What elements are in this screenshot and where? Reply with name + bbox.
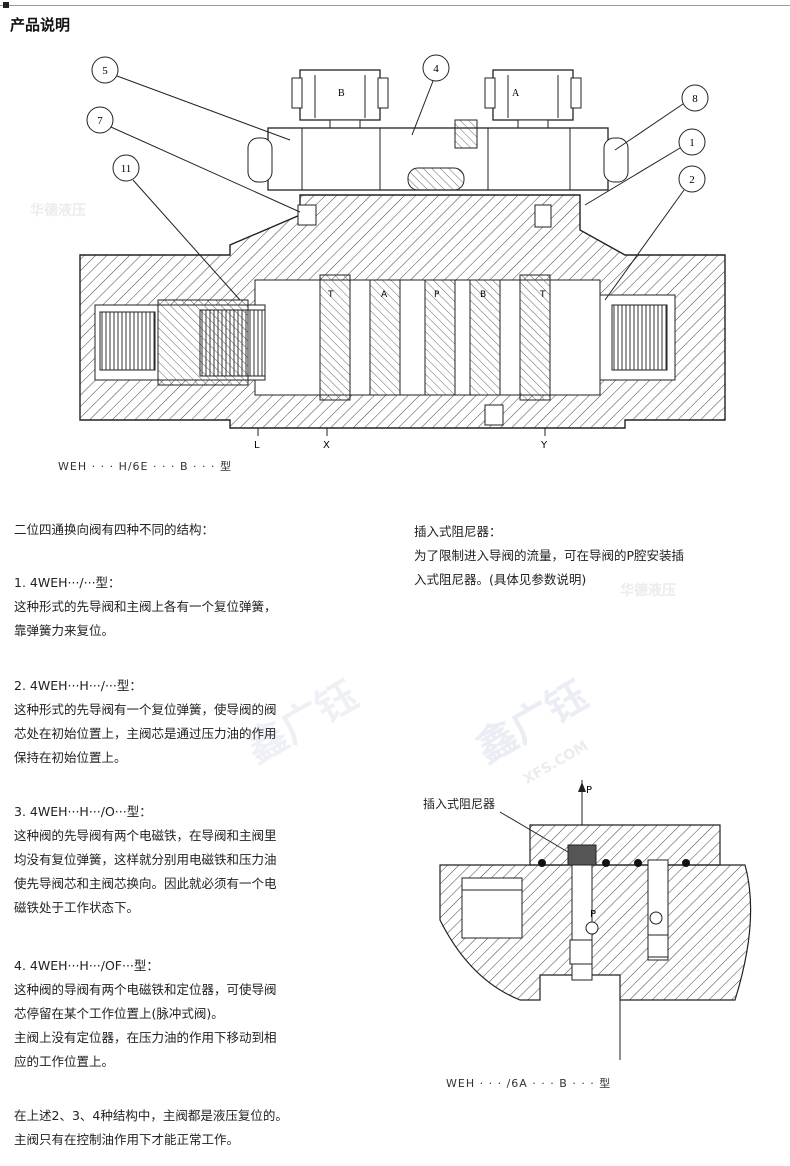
type-3-line-2: 均没有复位弹簧，这样就分别用电磁铁和压力油 (14, 852, 277, 867)
callout-11: 11 (121, 163, 132, 175)
damper-insert (567, 844, 597, 866)
type-2-line-2: 芯处在初始位置上，主阀芯是通过压力油的作用 (14, 726, 277, 741)
type-4-heading: 4. 4WEH···H···/OF···型： (14, 958, 159, 973)
port-label-y: Y (540, 440, 548, 451)
damper-label-p-top: P (586, 785, 592, 796)
type-3-line-4: 磁铁处于工作状态下。 (14, 900, 140, 915)
type-1-line-1: 这种形式的先导阀和主阀上各有一个复位弹簧， (14, 599, 277, 614)
callout-bubble-7 (86, 106, 114, 134)
callout-2: 2 (689, 174, 695, 186)
header-rule (0, 5, 790, 6)
pilot-valve-body (247, 119, 629, 191)
main-valve-body (79, 194, 726, 429)
type-4-line-1: 这种阀的导阀有两个电磁铁和定位器，可使导阀 (14, 982, 277, 997)
port-label-b: B (480, 290, 486, 300)
intro-text: 二位四通换向阀有四种不同的结构： (14, 522, 215, 537)
damper-label-p-inner: P (590, 909, 596, 920)
type-3-line-1: 这种阀的先导阀有两个电磁铁，在导阀和主阀里 (14, 828, 277, 843)
page-title: 产品说明 (10, 16, 71, 34)
summary-line-1: 在上述2、3、4种结构中，主阀都是液压复位的。 (14, 1108, 288, 1123)
type-1-line-2: 靠弹簧力来复位。 (14, 623, 115, 638)
damper-line-1: 为了限制进入导阀的流量，可在导阀的P腔安装插 (414, 548, 685, 563)
callout-bubble-8 (681, 84, 709, 112)
type-1-heading: 1. 4WEH···/···型： (14, 575, 121, 590)
callout-bubble-1 (678, 128, 706, 156)
damper-line-2: 入式阻尼器。(具体见参数说明) (414, 572, 587, 587)
solenoid-label-b: B (338, 88, 345, 99)
callout-8: 8 (692, 93, 698, 105)
solenoid-connector-a (484, 69, 582, 129)
damper-figure-caption: WEH · · · /6A · · · B · · · 型 (446, 1077, 612, 1090)
port-label-t1: T (327, 290, 334, 300)
main-figure-caption: WEH · · · H/6E · · · B · · · 型 (58, 460, 232, 473)
type-2-line-1: 这种形式的先导阀有一个复位弹簧，使导阀的阀 (14, 702, 277, 717)
damper-heading: 插入式阻尼器： (414, 524, 502, 539)
solenoid-connector-b (291, 69, 389, 129)
type-4-line-4: 应的工作位置上。 (14, 1054, 115, 1069)
type-2-heading: 2. 4WEH···H···/···型： (14, 678, 142, 693)
solenoid-label-a: A (512, 88, 520, 99)
callout-bubble-2 (678, 165, 706, 193)
type-2-line-3: 保持在初始位置上。 (14, 750, 127, 765)
type-3-heading: 3. 4WEH···H···/O···型： (14, 804, 152, 819)
callout-bubble-11 (112, 154, 140, 182)
type-3-line-3: 使先导阀芯和主阀芯换向。因此就必须有一个电 (14, 876, 277, 891)
callout-bubble-5 (91, 56, 119, 84)
callout-7: 7 (97, 115, 103, 127)
port-label-a: A (381, 290, 388, 300)
callout-5: 5 (102, 65, 108, 77)
type-4-line-3: 主阀上没有定位器，在压力油的作用下移动到相 (14, 1030, 277, 1045)
type-4-line-2: 芯停留在某个工作位置上(脉冲式阀)。 (14, 1006, 224, 1021)
port-label-t2: T (539, 290, 546, 300)
summary-line-2: 主阀只有在控制油作用下才能正常工作。 (14, 1132, 240, 1147)
port-label-l: L (254, 440, 260, 451)
header-bullet (3, 2, 9, 8)
callout-bubble-4 (422, 54, 450, 82)
callout-1: 1 (689, 137, 695, 149)
port-label-x: X (323, 440, 330, 451)
port-label-p: P (434, 290, 440, 300)
valve-cross-section-diagram: B A (79, 54, 726, 451)
callout-4: 4 (433, 63, 439, 75)
damper-callout-label: 插入式阻尼器 (423, 797, 496, 811)
